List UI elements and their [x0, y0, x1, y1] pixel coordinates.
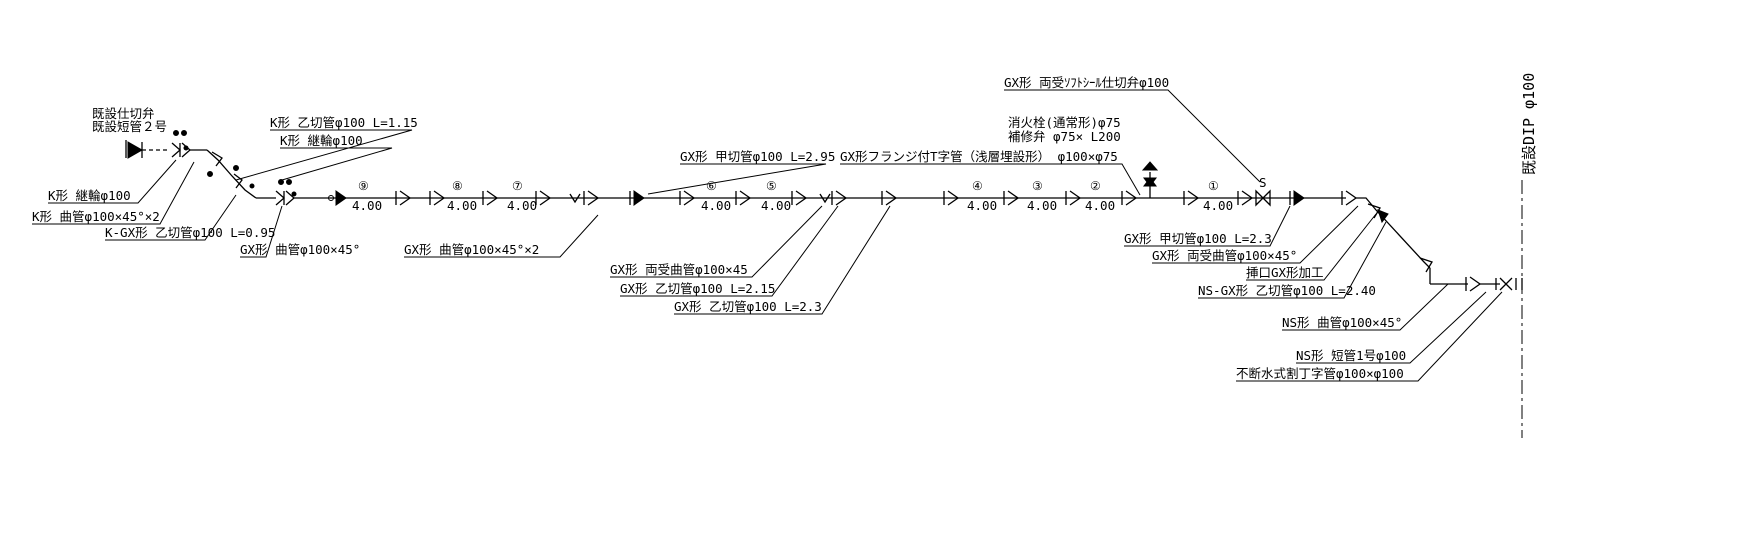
- valve-mark: S: [1259, 175, 1267, 190]
- svg-text:4.00: 4.00: [967, 198, 997, 213]
- right-labels: GX形 甲切管φ100 L=2.3 GX形 両受曲管φ100×45° 挿口GX形…: [1124, 231, 1406, 381]
- k-ring-label: K形 継輪φ100: [48, 188, 131, 203]
- leader-lines: [32, 89, 1503, 382]
- svg-text:⑨: ⑨: [358, 179, 369, 193]
- tee-uninterrupted-label: 不断水式割丁字管φ100×φ100: [1236, 366, 1404, 381]
- svg-text:4.00: 4.00: [1203, 198, 1233, 213]
- gx-otsu215-label: GX形 乙切管φ100 L=2.15: [620, 281, 775, 296]
- repair-valve-label: 補修弁 φ75× L200: [1008, 129, 1121, 144]
- svg-text:4.00: 4.00: [1085, 198, 1115, 213]
- gx-otsu23-label: GX形 乙切管φ100 L=2.3: [674, 299, 822, 314]
- gx-bend2-label: GX形 曲管φ100×45°×2: [404, 242, 539, 257]
- ns-short-label: NS形 短管1号φ100: [1296, 348, 1406, 363]
- hydrant-icon: [1141, 161, 1159, 171]
- gate-valve-icon: [1255, 189, 1271, 207]
- svg-text:⑤: ⑤: [766, 179, 777, 193]
- left-labels: K形 継輪φ100 K形 曲管φ100×45°×2 K-GX形 乙切管φ100 …: [32, 188, 539, 257]
- pipe-9: ⑨ 4.00: [352, 179, 382, 213]
- pipe-8: ⑧ 4.00: [447, 179, 477, 213]
- svg-text:③: ③: [1032, 179, 1043, 193]
- gx-flange-tee-label: GX形フランジ付T字管（浅層埋設形） φ100×φ75: [840, 149, 1118, 164]
- pipe-6: ⑥ 4.00: [701, 179, 731, 213]
- existing-dip-label: 既設DIP φ100: [1520, 73, 1538, 175]
- k-bend-label: K形 曲管φ100×45°×2: [32, 209, 160, 224]
- svg-text:4.00: 4.00: [701, 198, 731, 213]
- gx-double-bend45-label: GX形 両受曲管φ100×45°: [1152, 248, 1297, 263]
- svg-text:4.00: 4.00: [352, 198, 382, 213]
- soft-seal-gate-valve: S: [1255, 175, 1271, 207]
- svg-text:4.00: 4.00: [447, 198, 477, 213]
- pipe-joints: [328, 190, 1358, 206]
- nsgx-cut-label: NS-GX形 乙切管φ100 L=2.40: [1198, 283, 1376, 298]
- pipe-2: ② 4.00: [1085, 179, 1115, 213]
- gx-kou23-label: GX形 甲切管φ100 L=2.3: [1124, 231, 1272, 246]
- k-ring2-label: K形 継輪φ100: [280, 133, 363, 148]
- hydrant-label: 消火栓(通常形)φ75: [1008, 115, 1121, 130]
- svg-text:①: ①: [1208, 179, 1219, 193]
- pipe-1: ① 4.00: [1203, 179, 1233, 213]
- existing-gate-valve-icon: [127, 141, 144, 159]
- right-descend-section: [1356, 197, 1523, 292]
- insert-gx-label: 挿口GX形加工: [1246, 265, 1324, 280]
- gx-bend-label: GX形 曲管φ100×45°: [240, 242, 360, 257]
- svg-text:⑦: ⑦: [512, 179, 523, 193]
- existing-valve-label: 既設仕切弁: [92, 106, 155, 121]
- svg-text:4.00: 4.00: [761, 198, 791, 213]
- existing-short-pipe-label: 既設短管２号: [92, 119, 167, 134]
- svg-text:4.00: 4.00: [507, 198, 537, 213]
- pipe-4: ④ 4.00: [967, 179, 997, 213]
- svg-text:②: ②: [1090, 179, 1101, 193]
- k-bend-section: [206, 149, 297, 206]
- pipe-number-labels: ⑨ 4.00 ⑧ 4.00 ⑦ 4.00 ⑥ 4.00 ⑤ 4.00 ④ 4.0…: [352, 179, 1233, 213]
- gx-kou1-label: GX形 甲切管φ100 L=2.95: [680, 149, 835, 164]
- svg-text:④: ④: [972, 179, 983, 193]
- gx-double-bend-label: GX形 両受曲管φ100×45: [610, 262, 748, 277]
- svg-text:⑥: ⑥: [706, 179, 717, 193]
- existing-valve-group: 既設仕切弁 既設短管２号: [92, 106, 207, 159]
- svg-text:⑧: ⑧: [452, 179, 463, 193]
- kgx-cut-label: K-GX形 乙切管φ100 L=0.95: [105, 225, 275, 240]
- k-otsu-label: K形 乙切管φ100 L=1.15: [270, 115, 418, 130]
- ns-bend-label: NS形 曲管φ100×45°: [1282, 315, 1402, 330]
- mid-labels: GX形 両受曲管φ100×45 GX形 乙切管φ100 L=2.15 GX形 乙…: [610, 262, 822, 314]
- pipe-5: ⑤ 4.00: [761, 179, 791, 213]
- top-labels: K形 乙切管φ100 L=1.15 K形 継輪φ100 GX形 甲切管φ100 …: [270, 75, 1169, 164]
- existing-dip-line: 既設DIP φ100: [1520, 73, 1538, 438]
- svg-text:4.00: 4.00: [1027, 198, 1057, 213]
- pipe-3: ③ 4.00: [1027, 179, 1057, 213]
- pipe-7: ⑦ 4.00: [507, 179, 537, 213]
- soft-seal-label: GX形 両受ｿﾌﾄｼｰﾙ仕切弁φ100: [1004, 75, 1169, 90]
- hydrant-tee: [1141, 161, 1159, 198]
